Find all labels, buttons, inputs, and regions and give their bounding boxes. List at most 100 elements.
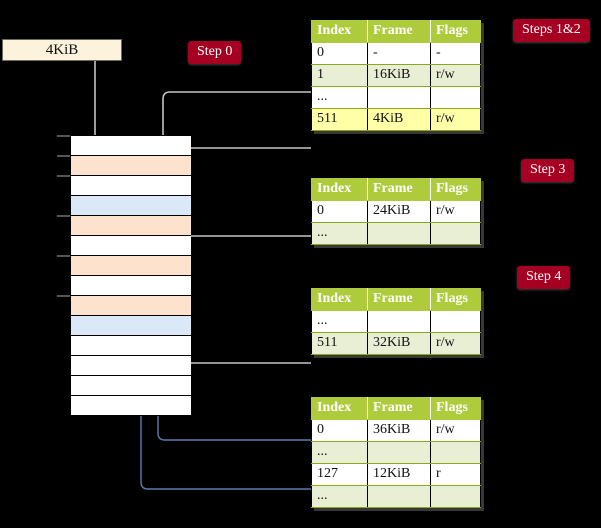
physical-memory-column (70, 135, 191, 416)
cell-frame-r1: 16KiB (367, 64, 431, 87)
cell-flags-r3: r/w (430, 108, 481, 131)
memory-row-0 (71, 136, 191, 156)
memory-row-11 (71, 356, 191, 376)
memory-row-3 (71, 196, 191, 216)
cell-flags-r0: r/w (430, 419, 481, 442)
table-row: ... (311, 485, 481, 508)
badge-step-4: Step 4 (517, 266, 571, 289)
cell-index-r0: 0 (311, 42, 368, 65)
cell-index-r1: 511 (311, 332, 368, 355)
cell-frame-r0: 24KiB (367, 200, 431, 223)
memory-row-13 (71, 396, 191, 416)
cell-flags-r0: - (430, 42, 481, 65)
cell-index-r2: ... (311, 86, 368, 109)
memory-row-1 (71, 156, 191, 176)
cell-frame-r2: 12KiB (367, 463, 431, 486)
page-frame-4kib-box: 4KiB (2, 39, 122, 61)
memory-row-10 (71, 336, 191, 356)
column-header-index: Index (311, 20, 368, 43)
column-header-frame: Frame (367, 178, 431, 201)
cell-frame-r3: 4KiB (367, 108, 431, 131)
wire-frame-to-pdp-row0 (179, 235, 311, 248)
column-header-index: Index (311, 397, 368, 420)
column-header-frame: Frame (367, 288, 431, 311)
cell-index-r1: ... (311, 222, 368, 245)
cell-index-r1: 1 (311, 64, 368, 87)
cell-frame-r1 (367, 441, 431, 464)
cell-index-r0: ... (311, 310, 368, 333)
memory-tick-0 (57, 135, 70, 137)
column-header-flags: Flags (430, 178, 481, 201)
memory-tick-2 (57, 175, 70, 177)
table-row: ... (311, 86, 481, 109)
cell-index-r3: ... (311, 485, 368, 508)
cell-index-r1: ... (311, 441, 368, 464)
column-header-index: Index (311, 178, 368, 201)
cell-frame-r0 (367, 310, 431, 333)
badge-steps-1and2: Steps 1&2 (513, 19, 590, 42)
badge-step-0-label: Step 0 (197, 44, 233, 59)
cell-index-r3: 511 (311, 108, 368, 131)
memory-tick-1 (57, 155, 70, 157)
memory-row-9 (71, 316, 191, 336)
badge-step-0: Step 0 (188, 41, 242, 64)
badge-steps-1and2-label: Steps 1&2 (522, 22, 581, 37)
memory-row-2 (71, 176, 191, 196)
table-row: ... (311, 222, 481, 245)
cell-frame-r0: - (367, 42, 431, 65)
cell-frame-r1 (367, 222, 431, 245)
column-header-flags: Flags (430, 288, 481, 311)
page-frame-4kib-label: 4KiB (45, 41, 79, 58)
badge-step-3-label: Step 3 (530, 162, 566, 177)
table-row: 0-- (311, 42, 481, 65)
wire-pd-row511-to-frame (174, 308, 311, 364)
badge-step-3: Step 3 (521, 159, 575, 182)
cell-index-r0: 0 (311, 200, 368, 223)
memory-row-5 (71, 236, 191, 256)
memory-row-8 (71, 296, 191, 316)
cell-flags-r1 (430, 222, 481, 245)
cell-flags-r2 (430, 86, 481, 109)
column-header-index: Index (311, 288, 368, 311)
memory-tick-8 (57, 295, 70, 297)
cell-frame-r0: 36KiB (367, 419, 431, 442)
badge-step-4-label: Step 4 (526, 269, 562, 284)
column-header-frame: Frame (367, 20, 431, 43)
column-header-flags: Flags (430, 20, 481, 43)
memory-row-7 (71, 276, 191, 296)
cell-flags-r2: r (430, 463, 481, 486)
column-header-frame: Frame (367, 397, 431, 420)
cell-frame-r1: 32KiB (367, 332, 431, 355)
memory-tick-4 (57, 215, 70, 217)
memory-row-6 (71, 256, 191, 276)
cell-index-r0: 0 (311, 419, 368, 442)
cell-flags-r1 (430, 441, 481, 464)
cell-flags-r1: r/w (430, 64, 481, 87)
cell-frame-r3 (367, 485, 431, 508)
table-row: ... (311, 310, 481, 333)
column-header-flags: Flags (430, 397, 481, 420)
cell-flags-r0 (430, 310, 481, 333)
cell-flags-r3 (430, 485, 481, 508)
memory-row-4 (71, 216, 191, 236)
cell-flags-r1: r/w (430, 332, 481, 355)
memory-tick-6 (57, 255, 70, 257)
memory-row-12 (71, 376, 191, 396)
cell-flags-r0: r/w (430, 200, 481, 223)
cell-index-r2: 127 (311, 463, 368, 486)
table-row: ... (311, 441, 481, 464)
